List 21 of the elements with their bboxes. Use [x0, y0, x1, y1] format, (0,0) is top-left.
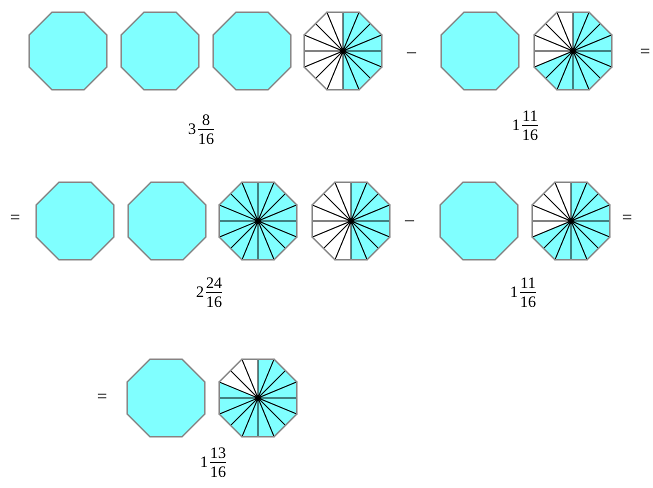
- numerator: 13: [210, 445, 226, 462]
- denominator: 16: [198, 129, 214, 148]
- denominator: 16: [520, 292, 536, 311]
- whole-number: 1: [512, 118, 520, 134]
- equals-sign: =: [10, 208, 20, 226]
- whole-number: 1: [200, 455, 208, 471]
- numerator: 24: [206, 275, 222, 292]
- equals-sign: =: [622, 208, 632, 226]
- minus-sign: –: [405, 210, 414, 228]
- minus-sign: –: [407, 42, 416, 60]
- numerator: 11: [520, 275, 536, 292]
- denominator: 16: [522, 125, 538, 144]
- equals-sign: =: [640, 42, 650, 60]
- whole-number: 2: [196, 285, 204, 301]
- numerator: 8: [202, 112, 210, 129]
- equals-sign: =: [97, 387, 108, 405]
- whole-number: 3: [188, 122, 196, 138]
- denominator: 16: [210, 462, 226, 481]
- denominator: 16: [206, 292, 222, 311]
- numerator: 11: [522, 108, 538, 125]
- whole-number: 1: [510, 285, 518, 301]
